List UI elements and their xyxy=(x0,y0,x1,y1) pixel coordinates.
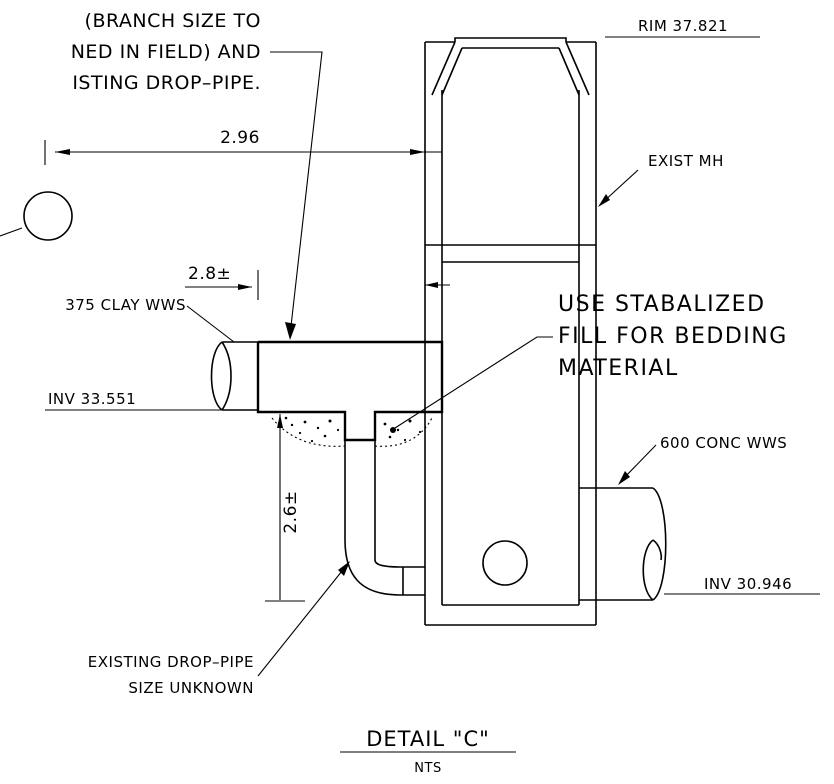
detail-title: DETAIL "C" xyxy=(366,727,490,751)
invert-lower: INV 30.946 xyxy=(664,575,820,595)
top-note-line-2: NED IN FIELD) AND xyxy=(71,41,261,63)
stabilized-line-2: FILL FOR BEDDING xyxy=(558,324,788,349)
drop-pipe-leader xyxy=(257,565,347,677)
stabilized-note: USE STABALIZED FILL FOR BEDDING MATERIAL xyxy=(390,292,788,433)
dimension-vertical: 2.6± xyxy=(265,411,305,602)
clay-pipe-label: 375 CLAY WWS xyxy=(65,296,186,314)
top-note-leader xyxy=(270,51,323,336)
conc-pipe-label: 600 CONC WWS xyxy=(660,434,787,452)
dimension-small-label: 2.8± xyxy=(188,264,231,284)
dimension-horizontal: 2.96 xyxy=(44,128,425,165)
rim-label: RIM 37.821 xyxy=(638,17,728,35)
exist-mh-label: EXIST MH xyxy=(648,152,724,170)
detail-title-block: DETAIL "C" NTS xyxy=(340,727,516,776)
stabilized-leader-dot xyxy=(390,427,396,433)
drop-pipe-line-1: EXISTING DROP–PIPE xyxy=(88,653,254,671)
clay-pipe-leader xyxy=(186,305,235,343)
invert-upper: INV 33.551 xyxy=(45,390,222,411)
tee-fitting xyxy=(256,340,444,442)
conc-pipe: 600 CONC WWS xyxy=(579,434,787,601)
pipe-section-circle xyxy=(23,191,73,241)
top-note-line-3: ISTING DROP–PIPE. xyxy=(72,72,261,94)
dimension-vertical-label: 2.6± xyxy=(281,490,301,533)
bedding-fill xyxy=(271,416,433,447)
drop-pipe-note: EXISTING DROP–PIPE SIZE UNKNOWN xyxy=(88,561,350,697)
stabilized-line-3: MATERIAL xyxy=(558,356,679,381)
invert-lower-label: INV 30.946 xyxy=(704,575,792,593)
outlet-circle xyxy=(482,540,528,586)
exist-mh-callout: EXIST MH xyxy=(598,152,724,207)
manhole xyxy=(424,37,597,626)
stabilized-line-1: USE STABALIZED xyxy=(558,292,766,317)
drop-pipe xyxy=(344,440,425,596)
dimension-small: 2.8± xyxy=(185,264,259,300)
dimension-horizontal-label: 2.96 xyxy=(220,128,260,148)
invert-upper-label: INV 33.551 xyxy=(48,390,136,408)
top-note-line-1: (BRANCH SIZE TO xyxy=(85,10,261,32)
top-note: (BRANCH SIZE TO NED IN FIELD) AND ISTING… xyxy=(71,10,323,340)
stabilized-leader xyxy=(394,336,553,429)
clay-pipe: 375 CLAY WWS xyxy=(65,296,258,411)
detail-scale: NTS xyxy=(414,761,441,776)
circle-leader xyxy=(0,227,23,237)
top-note-leader-arrow xyxy=(285,322,296,340)
rim-callout: RIM 37.821 xyxy=(605,17,760,38)
drop-pipe-line-2: SIZE UNKNOWN xyxy=(128,679,254,697)
